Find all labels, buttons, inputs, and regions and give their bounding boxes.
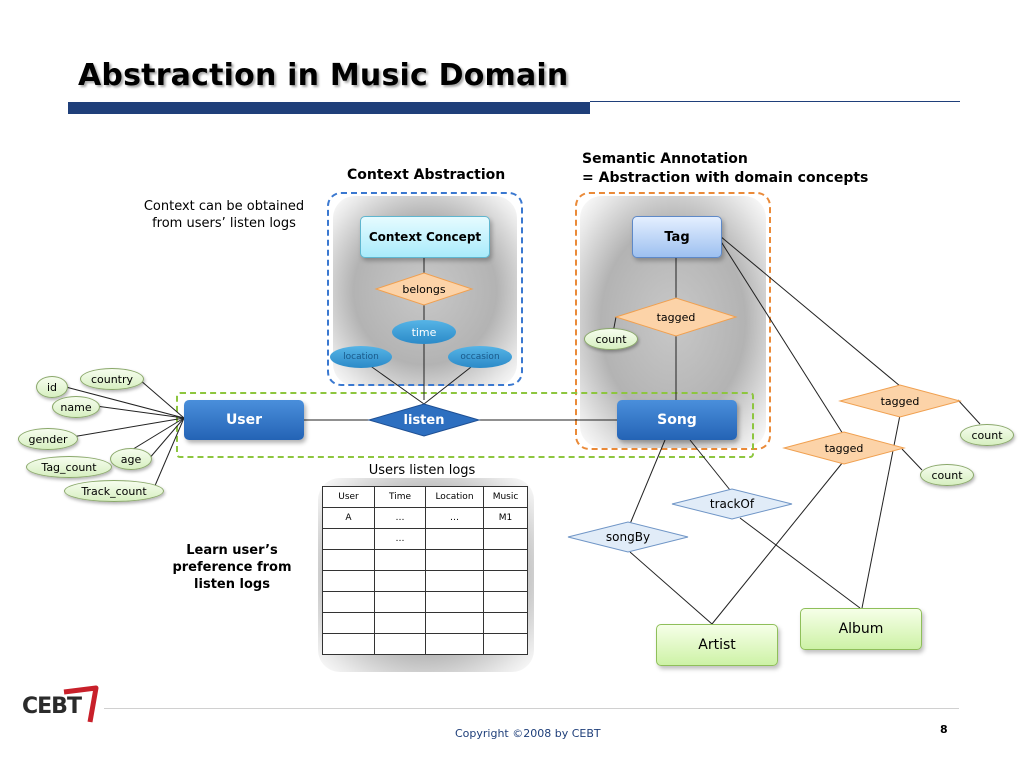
context-abstraction-box: [327, 192, 523, 386]
table-cell: [483, 549, 528, 571]
semantic-annotation-subheading: = Abstraction with domain concepts: [582, 170, 869, 186]
context-abstraction-heading: Context Abstraction: [347, 167, 506, 183]
header-music: Music: [483, 486, 528, 508]
artist-entity: Artist: [656, 624, 778, 666]
belongs-diamond: [374, 272, 474, 306]
table-cell: [483, 633, 528, 655]
table-cell: [425, 570, 484, 592]
header-time: Time: [374, 486, 426, 508]
tag-count-attribute: Tag_count: [26, 456, 112, 478]
title-underline-bar: [68, 102, 590, 114]
count-album-attribute: count: [960, 424, 1014, 446]
table-row: [322, 633, 528, 655]
semantic-annotation-box: [575, 192, 771, 450]
tag-entity: Tag: [632, 216, 722, 258]
time-attribute: time: [392, 320, 456, 344]
trackof-label: trackOf: [709, 497, 755, 511]
footer-divider: [104, 708, 959, 709]
songby-label: songBy: [605, 530, 651, 544]
tagged-song-label: tagged: [656, 310, 696, 324]
listen-group-box: [176, 392, 754, 458]
context-note: Context can be obtained from users’ list…: [136, 198, 312, 232]
table-cell: …: [425, 507, 484, 529]
country-attribute: country: [80, 368, 144, 390]
table-row: [322, 612, 528, 634]
table-cell: …: [374, 528, 426, 550]
page-number: 8: [940, 723, 948, 736]
context-note-line1: Context can be obtained: [143, 199, 305, 214]
table-cell: M1: [483, 507, 528, 529]
tagged-album-label: tagged: [880, 394, 920, 408]
name-attribute: name: [52, 396, 100, 418]
belongs-relationship-label: belongs: [402, 282, 446, 296]
table-cell: …: [374, 507, 426, 529]
table-cell: [374, 570, 426, 592]
age-attribute: age: [110, 448, 152, 470]
table-row: …: [322, 528, 528, 550]
table-cell: [483, 570, 528, 592]
listen-diamond: [367, 403, 481, 437]
slide-title: Abstraction in Music Domain: [78, 58, 569, 93]
context-note-line2: from users’ listen logs: [152, 216, 296, 231]
album-entity: Album: [800, 608, 922, 650]
table-cell: [425, 633, 484, 655]
table-cell: [425, 549, 484, 571]
learn-note-line3: listen logs: [194, 577, 270, 592]
table-cell: [483, 528, 528, 550]
cebt-logo-mark: [63, 685, 99, 723]
user-entity: User: [184, 400, 304, 440]
table-cell: [374, 612, 426, 634]
table-row: [322, 549, 528, 571]
semantic-annotation-heading: Semantic Annotation: [582, 151, 748, 167]
id-attribute: id: [36, 376, 68, 398]
tagged-song-diamond: [614, 297, 738, 337]
table-cell: [322, 591, 375, 613]
table-cell: [322, 612, 375, 634]
table-cell: [322, 549, 375, 571]
tagged-artist-label: tagged: [824, 441, 864, 455]
table-row: [322, 570, 528, 592]
header-location: Location: [425, 486, 484, 508]
count-song-attribute: count: [584, 328, 638, 350]
learn-preference-note: Learn user’s preference from listen logs: [160, 542, 304, 593]
cebt-logo: CEBT: [22, 694, 82, 719]
table-cell: [322, 570, 375, 592]
learn-note-line1: Learn user’s: [186, 543, 278, 558]
tagged-album-diamond: [838, 384, 962, 418]
table-cell: A: [322, 507, 375, 529]
copyright-text: Copyright ©2008 by CEBT: [455, 727, 601, 740]
trackof-diamond: [671, 488, 793, 520]
track-count-attribute: Track_count: [64, 480, 164, 502]
table-row: [322, 591, 528, 613]
table-row: A … … M1: [322, 507, 528, 529]
occasion-attribute: occasion: [448, 346, 512, 368]
table-cell: [374, 591, 426, 613]
users-listen-logs-label: Users listen logs: [368, 463, 476, 478]
learn-note-line2: preference from: [172, 560, 292, 575]
table-cell: [425, 612, 484, 634]
table-header-row: User Time Location Music: [322, 486, 528, 508]
table-cell: [425, 528, 484, 550]
table-cell: [322, 528, 375, 550]
songby-diamond: [567, 521, 689, 553]
header-user: User: [322, 486, 375, 508]
song-entity: Song: [617, 400, 737, 440]
listen-log-table: User Time Location Music A … … M1 …: [322, 486, 528, 655]
table-cell: [374, 549, 426, 571]
listen-relationship-label: listen: [403, 412, 445, 428]
table-cell: [483, 591, 528, 613]
tagged-artist-diamond: [782, 431, 906, 465]
title-underline-thin: [590, 101, 960, 102]
context-concept-entity: Context Concept: [360, 216, 490, 258]
table-cell: [322, 633, 375, 655]
count-artist-attribute: count: [920, 464, 974, 486]
table-cell: [374, 633, 426, 655]
table-cell: [483, 612, 528, 634]
gender-attribute: gender: [18, 428, 78, 450]
table-cell: [425, 591, 484, 613]
location-attribute: location: [330, 346, 392, 368]
